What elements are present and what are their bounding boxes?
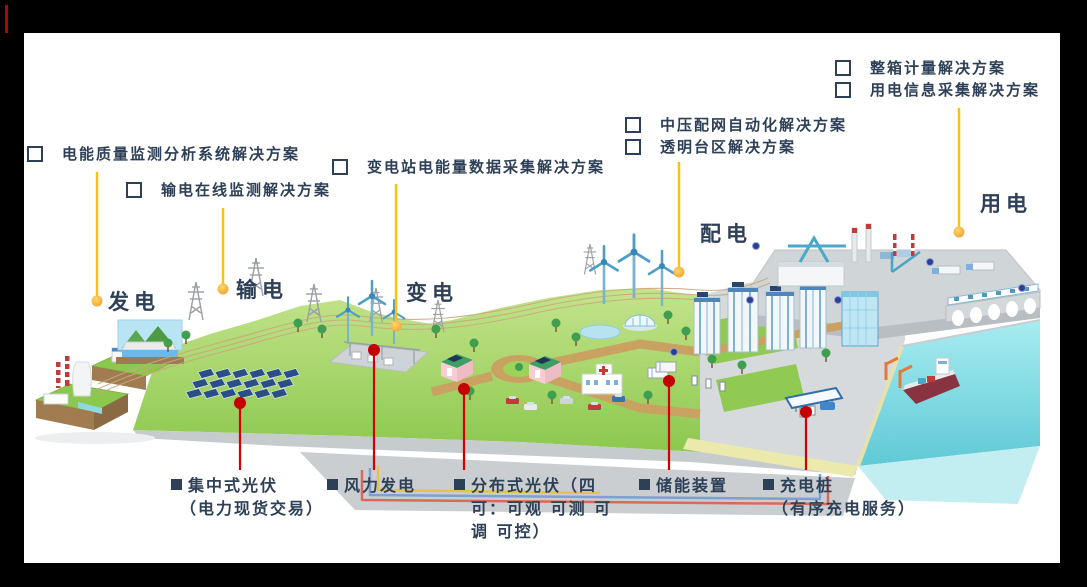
cargo-ship — [903, 357, 960, 404]
hollow-square-bullet — [625, 139, 641, 155]
callout-energy-storage: 储能装置 — [639, 474, 728, 497]
underground-pipes — [300, 452, 855, 516]
callout-centralized-pv: 集中式光伏 （电力现货交易） — [171, 474, 324, 520]
shore-road — [683, 438, 858, 477]
apartment-buildings — [693, 282, 827, 355]
callout-line: 调 可控） — [471, 522, 551, 541]
callout-line: 充电桩 — [780, 476, 835, 495]
filled-square-bullet — [171, 479, 182, 490]
solar-roof-house — [529, 356, 561, 384]
hydropower-dam — [116, 319, 184, 364]
hollow-square-bullet — [126, 182, 142, 198]
port-crane — [884, 356, 913, 388]
callout-line: 风力发电 — [344, 476, 417, 495]
accent-bar — [5, 5, 8, 33]
solution-text: 中压配网自动化解决方案 — [660, 116, 848, 134]
hollow-square-bullet — [332, 159, 348, 175]
filled-square-bullet — [763, 479, 774, 490]
callout-connectors — [234, 344, 812, 470]
hollow-square-bullet — [625, 117, 641, 133]
stage-dot — [390, 320, 402, 332]
filled-square-bullet — [639, 479, 650, 490]
callout-wind-power: 风力发电 — [327, 474, 416, 497]
solution-text: 透明台区解决方案 — [660, 138, 797, 156]
stage-dot — [217, 283, 229, 295]
storage-containers — [647, 361, 726, 392]
wind-turbines-right — [589, 233, 677, 308]
solution-label-metering: 整箱计量解决方案 — [835, 58, 1006, 78]
stage-label-generation: 发电 — [108, 289, 160, 314]
solution-label-mv-distribution-automation: 中压配网自动化解决方案 — [625, 115, 847, 135]
harbor-water — [856, 319, 1041, 504]
callout-dot — [663, 375, 675, 387]
factory — [777, 223, 915, 287]
stage-connectors — [91, 108, 965, 332]
hollow-square-bullet — [835, 82, 851, 98]
solar-roof-house — [441, 354, 473, 382]
stage-label-transmission: 输电 — [236, 277, 288, 302]
callout-dot — [368, 344, 380, 356]
callout-line: （电力现货交易） — [180, 499, 325, 518]
callout-charging-pile: 充电桩 （有序充电服务） — [763, 474, 916, 520]
solution-text: 变电站电能量数据采集解决方案 — [367, 158, 606, 176]
park-pond — [579, 314, 657, 340]
truck-icon — [932, 265, 961, 275]
solution-label-power-quality: 电能质量监测分析系统解决方案 — [27, 144, 300, 164]
stage-label-transformation: 变电 — [406, 280, 458, 305]
glass-tower — [841, 291, 879, 347]
solution-label-transmission-monitoring: 输电在线监测解决方案 — [126, 180, 331, 200]
stage-dot — [91, 295, 103, 307]
stage-label-distribution: 配电 — [700, 221, 752, 246]
callout-dot — [234, 397, 246, 409]
island-shadow — [35, 432, 155, 444]
filled-square-bullet — [454, 479, 465, 490]
railway-viaduct — [945, 283, 1041, 326]
filled-square-bullet — [327, 479, 338, 490]
solution-text: 用电信息采集解决方案 — [870, 81, 1041, 99]
hospital — [581, 363, 623, 395]
stage-dot — [673, 266, 685, 278]
solution-label-transparent-station-area: 透明台区解决方案 — [625, 137, 796, 157]
callout-line: 储能装置 — [656, 476, 729, 495]
hollow-square-bullet — [835, 60, 851, 76]
stage-label-consumption: 用电 — [980, 191, 1032, 216]
solution-text: 电能质量监测分析系统解决方案 — [62, 145, 301, 163]
callout-line: 可：可观 可测 可 — [471, 499, 613, 518]
solution-text: 整箱计量解决方案 — [870, 59, 1007, 77]
substation — [328, 341, 430, 373]
truck-icon — [966, 261, 995, 271]
solution-label-substation-data: 变电站电能量数据采集解决方案 — [332, 157, 605, 177]
callout-distributed-pv: 分布式光伏（四 可：可观 可测 可 调 可控） — [454, 474, 612, 543]
solution-text: 输电在线监测解决方案 — [161, 181, 332, 199]
solution-label-consumption-info-collection: 用电信息采集解决方案 — [835, 80, 1040, 100]
stage-dot — [953, 226, 965, 238]
callout-line: （有序充电服务） — [772, 499, 917, 518]
callout-dot — [800, 406, 812, 418]
monitoring-points — [670, 242, 1026, 356]
callout-dot — [458, 383, 470, 395]
hollow-square-bullet — [27, 146, 43, 162]
callout-line: 集中式光伏 — [188, 476, 279, 495]
callout-line: 分布式光伏（四 — [471, 476, 598, 495]
